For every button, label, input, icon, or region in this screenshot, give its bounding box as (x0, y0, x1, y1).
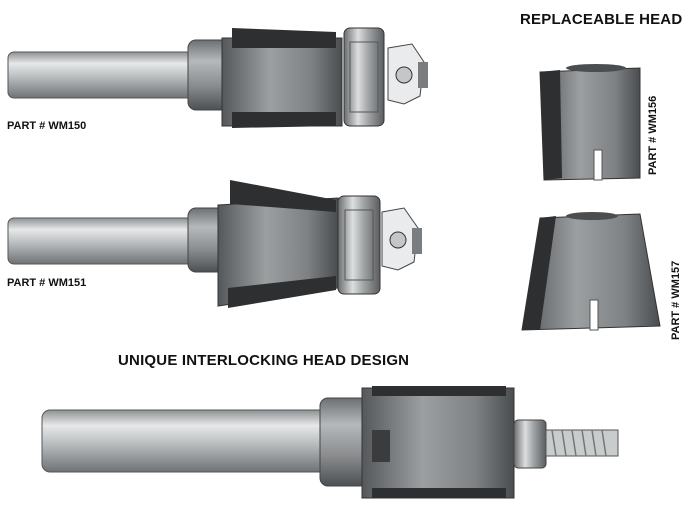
part-label-wm151: PART # WM151 (7, 277, 87, 289)
interlocking-design-heading: UNIQUE INTERLOCKING HEAD DESIGN (118, 352, 410, 369)
interlocking-router-bit (41, 386, 619, 499)
replaceable-head-heading: REPLACEABLE HEAD (520, 11, 683, 28)
part-label-wm156: PART # WM156 (647, 95, 659, 175)
replaceable-head-wm157 (521, 212, 661, 331)
part-label-wm157: PART # WM157 (670, 260, 682, 340)
router-bit-wm150 (7, 27, 428, 128)
router-bit-wm151 (7, 180, 422, 308)
part-label-wm150: PART # WM150 (7, 120, 87, 132)
replaceable-head-wm156 (539, 64, 641, 181)
